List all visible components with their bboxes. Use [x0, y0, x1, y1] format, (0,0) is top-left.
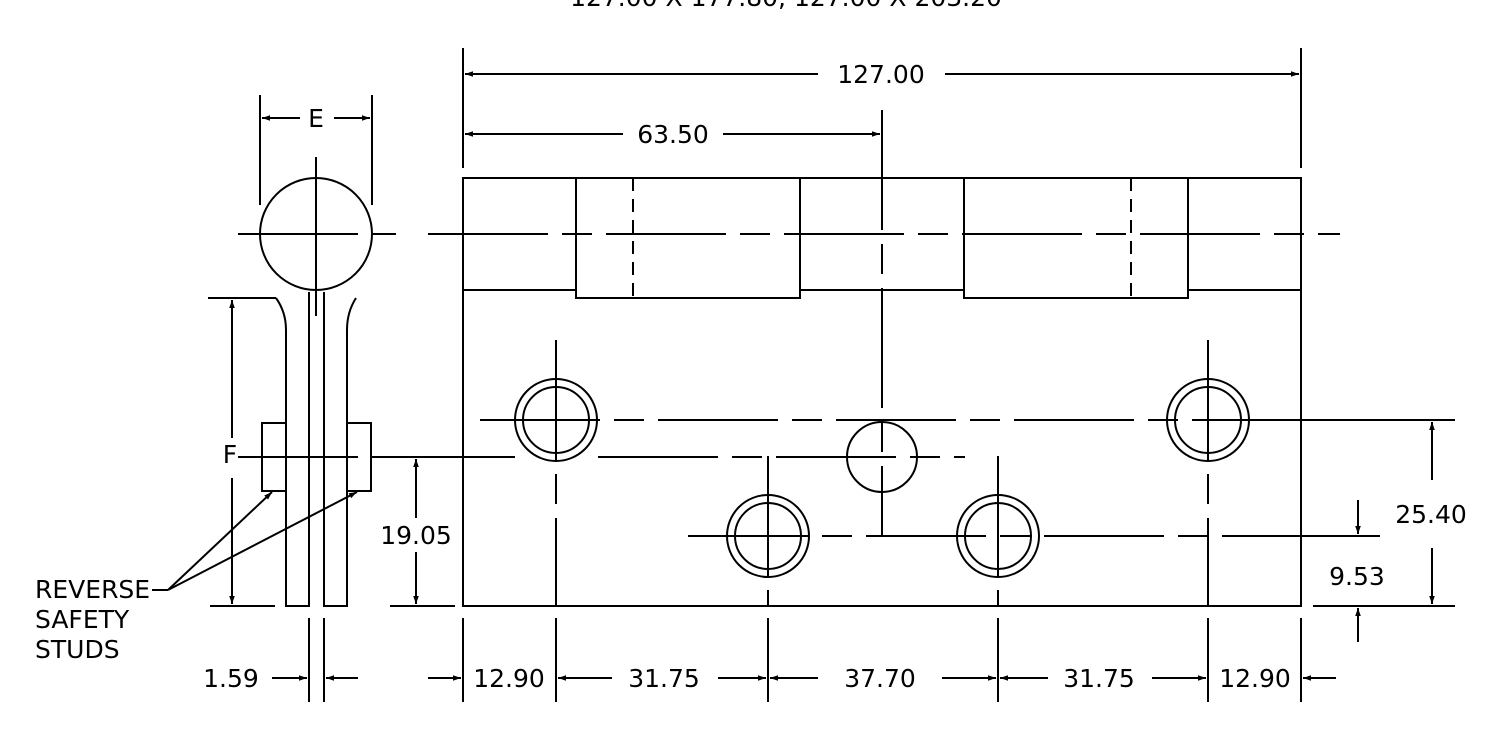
side-view: E F REVERSE SAFETY STUDS 1.59: [35, 95, 396, 702]
drawing-title-clipped: 127.00 X 177.80, 127.00 X 203.20: [570, 0, 1002, 12]
dimension-label-thickness: 1.59: [203, 664, 259, 693]
dimension-chain-4: 31.75: [1063, 664, 1135, 693]
dimension-hole-height-left: 19.05: [380, 521, 452, 550]
countersunk-hole: [1166, 378, 1250, 462]
knuckle-recess-left: [575, 178, 801, 299]
left-leaf-outline: [275, 292, 310, 607]
dimension-label-e: E: [308, 104, 324, 133]
knuckle-recess-right: [963, 178, 1189, 299]
dimension-label-f: F: [223, 440, 237, 469]
dimension-chain-3: 37.70: [844, 664, 916, 693]
dimension-chain-2: 31.75: [628, 664, 700, 693]
countersunk-hole: [726, 494, 810, 578]
dimension-hole-height-right-lower: 9.53: [1329, 562, 1385, 591]
callout-line-3: STUDS: [35, 635, 120, 664]
countersunk-hole: [514, 378, 598, 462]
front-view: 127.00 63.50 19.05 25.40 9.53: [380, 48, 1467, 702]
right-leaf-outline: [323, 292, 357, 607]
callout-leader-right-stud: [167, 491, 358, 591]
dimension-half-width: 63.50: [637, 120, 709, 149]
dimension-hole-height-right-upper: 25.40: [1395, 500, 1467, 529]
dimension-overall-width: 127.00: [837, 60, 924, 89]
center-hole: [846, 421, 918, 493]
callout-line-1: REVERSE: [35, 575, 150, 604]
countersunk-hole: [956, 494, 1040, 578]
callout-line-2: SAFETY: [35, 605, 130, 634]
dimension-chain-5: 12.90: [1219, 664, 1291, 693]
dimension-chain-1: 12.90: [473, 664, 545, 693]
callout-leader-left-stud: [167, 491, 273, 591]
